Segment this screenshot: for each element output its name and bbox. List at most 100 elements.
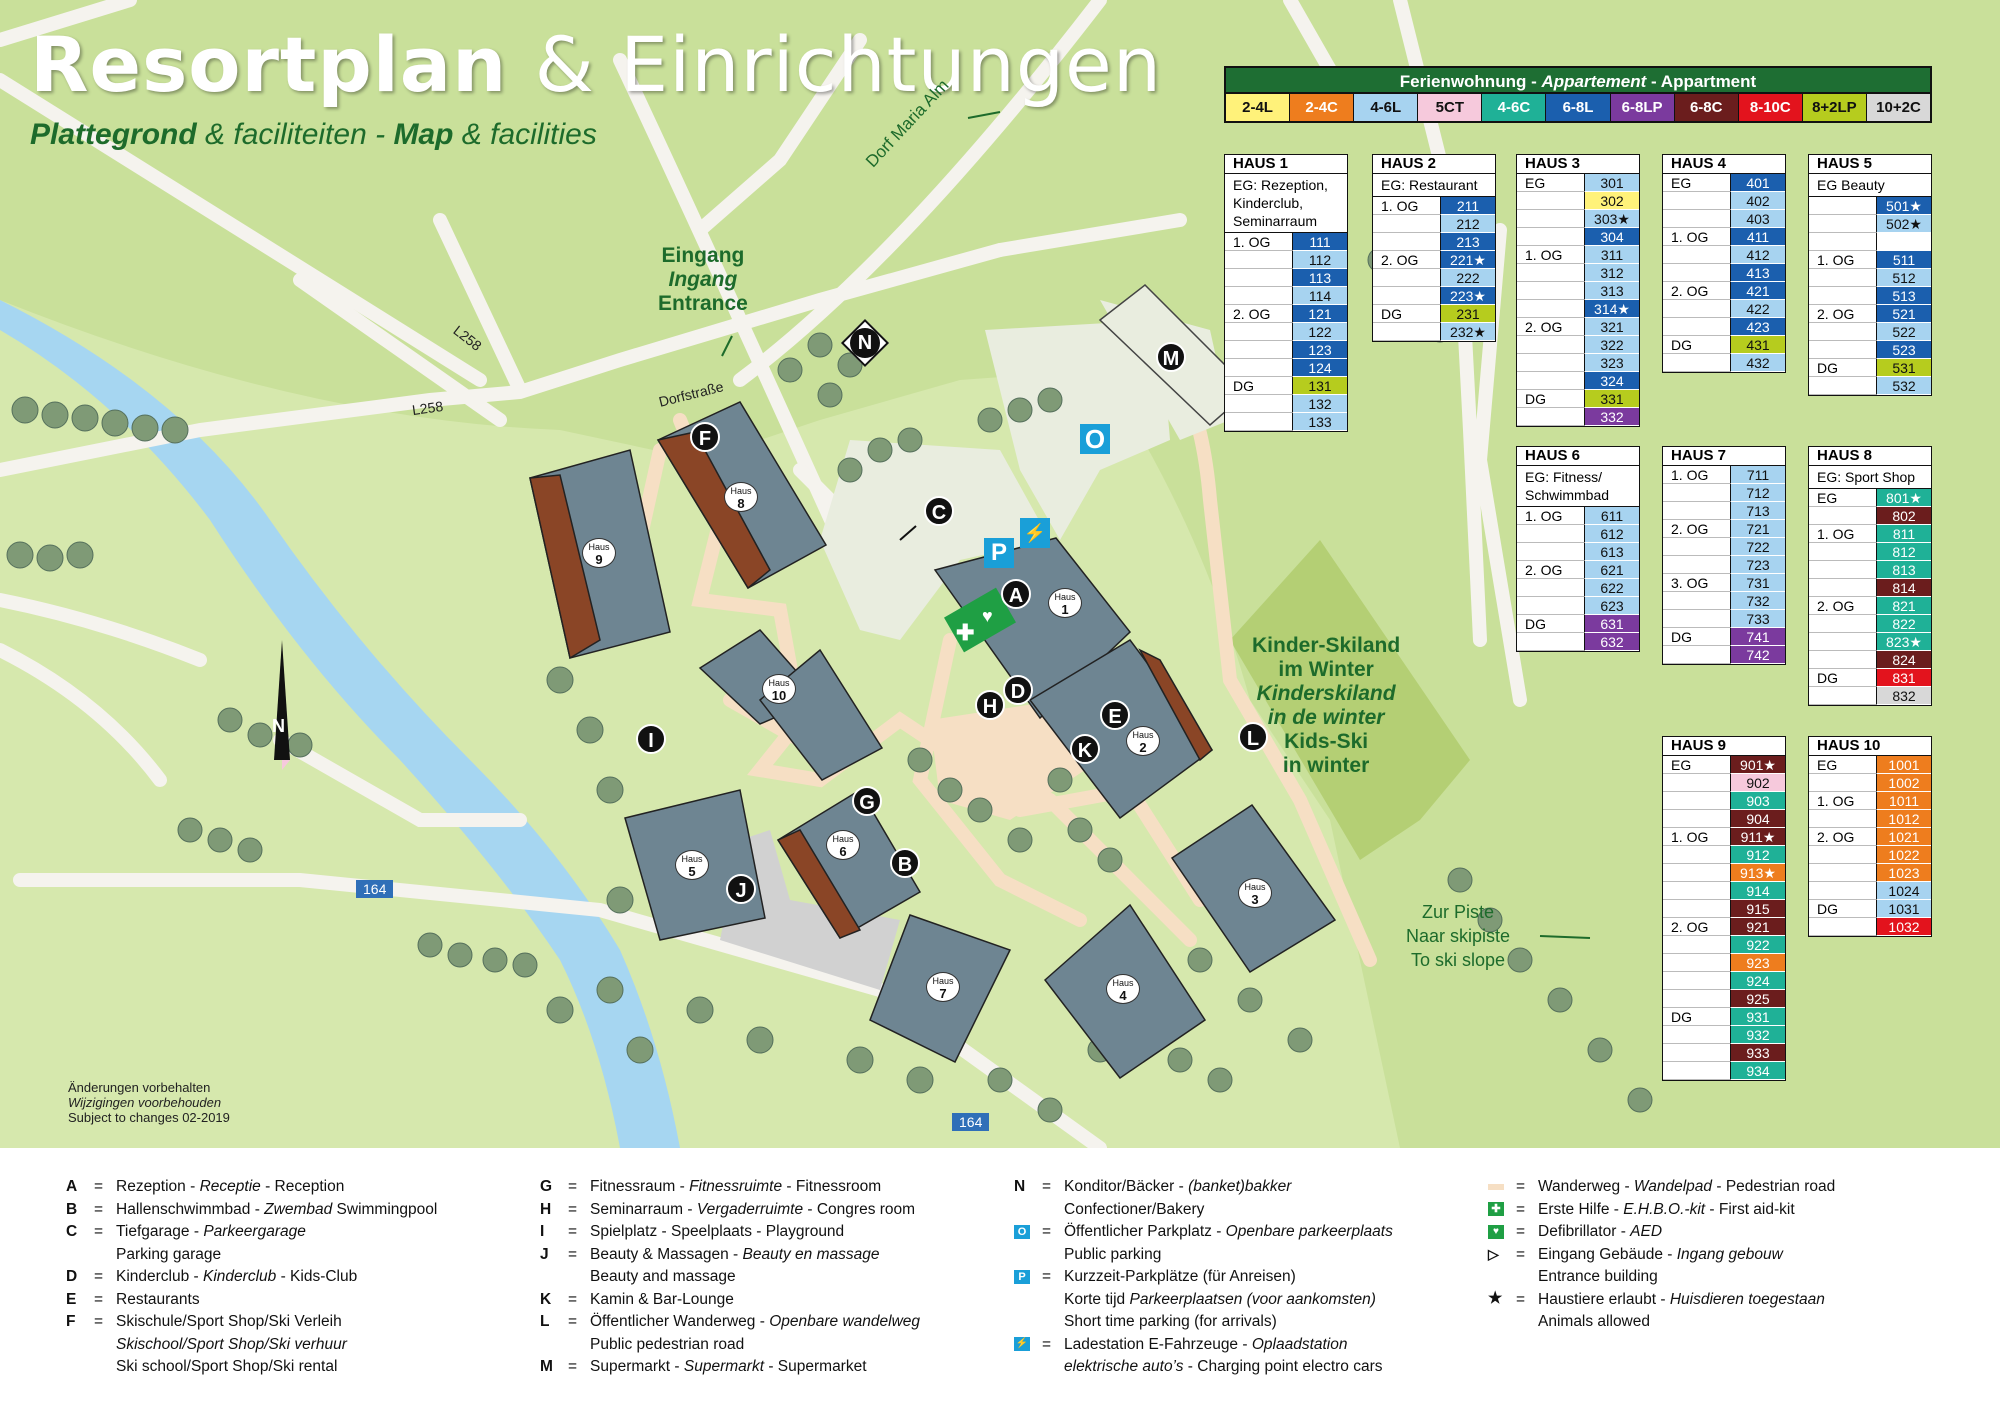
apartment-number[interactable]: 213: [1440, 233, 1495, 251]
apartment-number[interactable]: 831: [1876, 669, 1931, 687]
apartment-number[interactable]: 812: [1876, 543, 1931, 561]
marker-a-reception[interactable]: A: [1001, 579, 1031, 609]
apartment-number[interactable]: [1876, 233, 1931, 251]
apartment-number[interactable]: 231: [1440, 305, 1495, 323]
apartment-number[interactable]: 931: [1730, 1008, 1785, 1026]
apartment-number[interactable]: 323: [1584, 354, 1639, 372]
apartment-number[interactable]: 132: [1292, 395, 1347, 413]
apartment-number[interactable]: 512: [1876, 269, 1931, 287]
apartment-number[interactable]: 232★: [1440, 323, 1495, 341]
apartment-number[interactable]: 423: [1730, 318, 1785, 336]
apartment-number[interactable]: 111: [1292, 233, 1347, 251]
apartment-number[interactable]: 531: [1876, 359, 1931, 377]
apartment-number[interactable]: 732: [1730, 592, 1785, 610]
apartment-number[interactable]: 121: [1292, 305, 1347, 323]
apartment-number[interactable]: 923: [1730, 954, 1785, 972]
apartment-number[interactable]: 312: [1584, 264, 1639, 282]
apartment-number[interactable]: 902: [1730, 774, 1785, 792]
apartment-number[interactable]: 925: [1730, 990, 1785, 1008]
apartment-number[interactable]: 801★: [1876, 489, 1931, 507]
apartment-number[interactable]: 913★: [1730, 864, 1785, 882]
apartment-number[interactable]: 823★: [1876, 633, 1931, 651]
marker-o-public-parking[interactable]: O: [1080, 424, 1110, 454]
apartment-number[interactable]: 413: [1730, 264, 1785, 282]
apartment-number[interactable]: 324: [1584, 372, 1639, 390]
apartment-number[interactable]: 221★: [1440, 251, 1495, 269]
apartment-number[interactable]: 314★: [1584, 300, 1639, 318]
apartment-number[interactable]: 824: [1876, 651, 1931, 669]
apartment-number[interactable]: 1023: [1876, 864, 1931, 882]
apartment-number[interactable]: 1002: [1876, 774, 1931, 792]
apartment-number[interactable]: 212: [1440, 215, 1495, 233]
apartment-number[interactable]: 311: [1584, 246, 1639, 264]
marker-b-swimmingpool[interactable]: B: [890, 848, 920, 878]
marker-d-kids-club[interactable]: D: [1003, 675, 1033, 705]
apartment-number[interactable]: 1021: [1876, 828, 1931, 846]
apartment-number[interactable]: 1031: [1876, 900, 1931, 918]
apartment-number[interactable]: 924: [1730, 972, 1785, 990]
apartment-number[interactable]: 731: [1730, 574, 1785, 592]
apartment-number[interactable]: 332: [1584, 408, 1639, 426]
apartment-number[interactable]: 813: [1876, 561, 1931, 579]
marker-l-walkway[interactable]: L: [1238, 722, 1268, 752]
apartment-number[interactable]: 612: [1584, 525, 1639, 543]
apartment-number[interactable]: 933: [1730, 1044, 1785, 1062]
apartment-number[interactable]: 903: [1730, 792, 1785, 810]
apartment-number[interactable]: 113: [1292, 269, 1347, 287]
apartment-number[interactable]: 412: [1730, 246, 1785, 264]
apartment-number[interactable]: 632: [1584, 633, 1639, 651]
apartment-number[interactable]: 1001: [1876, 756, 1931, 774]
apartment-number[interactable]: 432: [1730, 354, 1785, 372]
apartment-number[interactable]: 811: [1876, 525, 1931, 543]
apartment-number[interactable]: 521: [1876, 305, 1931, 323]
apartment-number[interactable]: 915: [1730, 900, 1785, 918]
marker-i-playground[interactable]: I: [636, 724, 666, 754]
apartment-number[interactable]: 331: [1584, 390, 1639, 408]
apartment-number[interactable]: 622: [1584, 579, 1639, 597]
apartment-number[interactable]: 623: [1584, 597, 1639, 615]
apartment-number[interactable]: 613: [1584, 543, 1639, 561]
marker-j-beauty[interactable]: J: [726, 874, 756, 904]
apartment-number[interactable]: 133: [1292, 413, 1347, 431]
apartment-number[interactable]: 321: [1584, 318, 1639, 336]
apartment-number[interactable]: 742: [1730, 646, 1785, 664]
apartment-number[interactable]: 802: [1876, 507, 1931, 525]
apartment-number[interactable]: 301: [1584, 174, 1639, 192]
apartment-number[interactable]: 914: [1730, 882, 1785, 900]
apartment-number[interactable]: 421: [1730, 282, 1785, 300]
apartment-number[interactable]: 122: [1292, 323, 1347, 341]
apartment-number[interactable]: 912: [1730, 846, 1785, 864]
apartment-number[interactable]: 1011: [1876, 792, 1931, 810]
apartment-number[interactable]: 723: [1730, 556, 1785, 574]
apartment-number[interactable]: 124: [1292, 359, 1347, 377]
apartment-number[interactable]: 611: [1584, 507, 1639, 525]
apartment-number[interactable]: 411: [1730, 228, 1785, 246]
marker-m-supermarket[interactable]: M: [1156, 342, 1186, 372]
apartment-number[interactable]: 621: [1584, 561, 1639, 579]
apartment-number[interactable]: 513: [1876, 287, 1931, 305]
apartment-number[interactable]: 721: [1730, 520, 1785, 538]
apartment-number[interactable]: 722: [1730, 538, 1785, 556]
apartment-number[interactable]: 302: [1584, 192, 1639, 210]
apartment-number[interactable]: 932: [1730, 1026, 1785, 1044]
apartment-number[interactable]: 112: [1292, 251, 1347, 269]
apartment-number[interactable]: 922: [1730, 936, 1785, 954]
apartment-number[interactable]: 401: [1730, 174, 1785, 192]
apartment-number[interactable]: 303★: [1584, 210, 1639, 228]
apartment-number[interactable]: 223★: [1440, 287, 1495, 305]
apartment-number[interactable]: 422: [1730, 300, 1785, 318]
apartment-number[interactable]: 431: [1730, 336, 1785, 354]
apartment-number[interactable]: 814: [1876, 579, 1931, 597]
apartment-number[interactable]: 904: [1730, 810, 1785, 828]
apartment-number[interactable]: 741: [1730, 628, 1785, 646]
apartment-number[interactable]: 211: [1440, 197, 1495, 215]
apartment-number[interactable]: 123: [1292, 341, 1347, 359]
apartment-number[interactable]: 733: [1730, 610, 1785, 628]
marker-e-restaurants[interactable]: E: [1100, 700, 1130, 730]
apartment-number[interactable]: 511: [1876, 251, 1931, 269]
marker-g-fitness[interactable]: G: [852, 786, 882, 816]
apartment-number[interactable]: 832: [1876, 687, 1931, 705]
marker-k-bar-lounge[interactable]: K: [1070, 734, 1100, 764]
apartment-number[interactable]: 712: [1730, 484, 1785, 502]
apartment-number[interactable]: 711: [1730, 466, 1785, 484]
